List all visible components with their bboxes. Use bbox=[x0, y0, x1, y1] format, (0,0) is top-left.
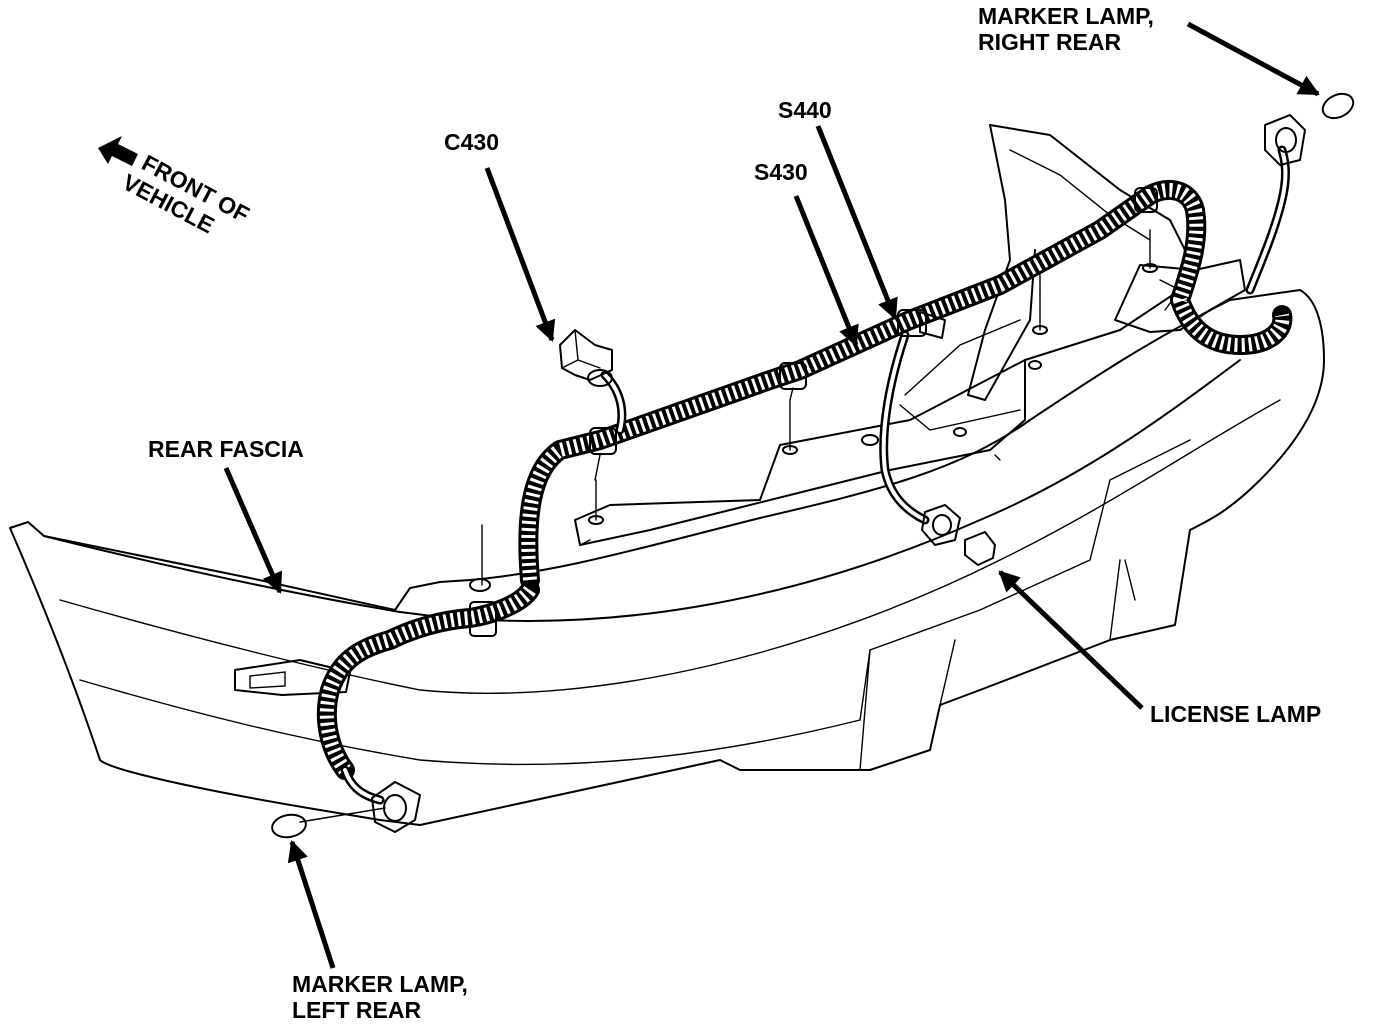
rear-fascia-arrow bbox=[223, 467, 283, 594]
s440-arrow bbox=[815, 125, 898, 320]
marker-left-arrow bbox=[287, 840, 336, 969]
wiring-harness bbox=[316, 145, 1293, 805]
marker-lamp-left-rear bbox=[271, 781, 421, 839]
front-of-vehicle-indicator: FRONT OF VEHICLE bbox=[98, 136, 259, 254]
callout-labels: C430 S440 S430 REAR FASCIA LICENSE LAMP … bbox=[148, 3, 1321, 1023]
marker-left-line-2: LEFT REAR bbox=[292, 997, 421, 1023]
marker-right-label: MARKER LAMP, RIGHT REAR bbox=[978, 3, 1160, 55]
rear-fascia bbox=[9, 124, 1325, 826]
connector-c430 bbox=[559, 329, 613, 387]
marker-lamp-right-rear bbox=[1264, 92, 1355, 166]
marker-left-line-1: MARKER LAMP, bbox=[292, 971, 468, 997]
marker-left-label: MARKER LAMP, LEFT REAR bbox=[292, 971, 474, 1023]
rear-fascia-label: REAR FASCIA bbox=[148, 436, 304, 462]
s430-arrow bbox=[793, 195, 859, 347]
license-lamp-label: LICENSE LAMP bbox=[1150, 701, 1321, 727]
marker-right-line-1: MARKER LAMP, bbox=[978, 3, 1154, 29]
front-direction-arrow-icon bbox=[98, 136, 138, 166]
front-of-vehicle-label: FRONT OF VEHICLE bbox=[118, 146, 259, 254]
callout-arrows bbox=[223, 21, 1320, 969]
c430-label: C430 bbox=[444, 129, 499, 155]
marker-right-line-2: RIGHT REAR bbox=[978, 29, 1122, 55]
s430-label: S430 bbox=[754, 159, 808, 185]
license-lamp bbox=[921, 504, 996, 566]
mounting-studs bbox=[469, 229, 1158, 592]
s440-label: S440 bbox=[778, 97, 832, 123]
c430-arrow bbox=[484, 167, 556, 342]
license-lamp-arrow bbox=[998, 570, 1144, 710]
marker-right-arrow bbox=[1186, 21, 1320, 97]
